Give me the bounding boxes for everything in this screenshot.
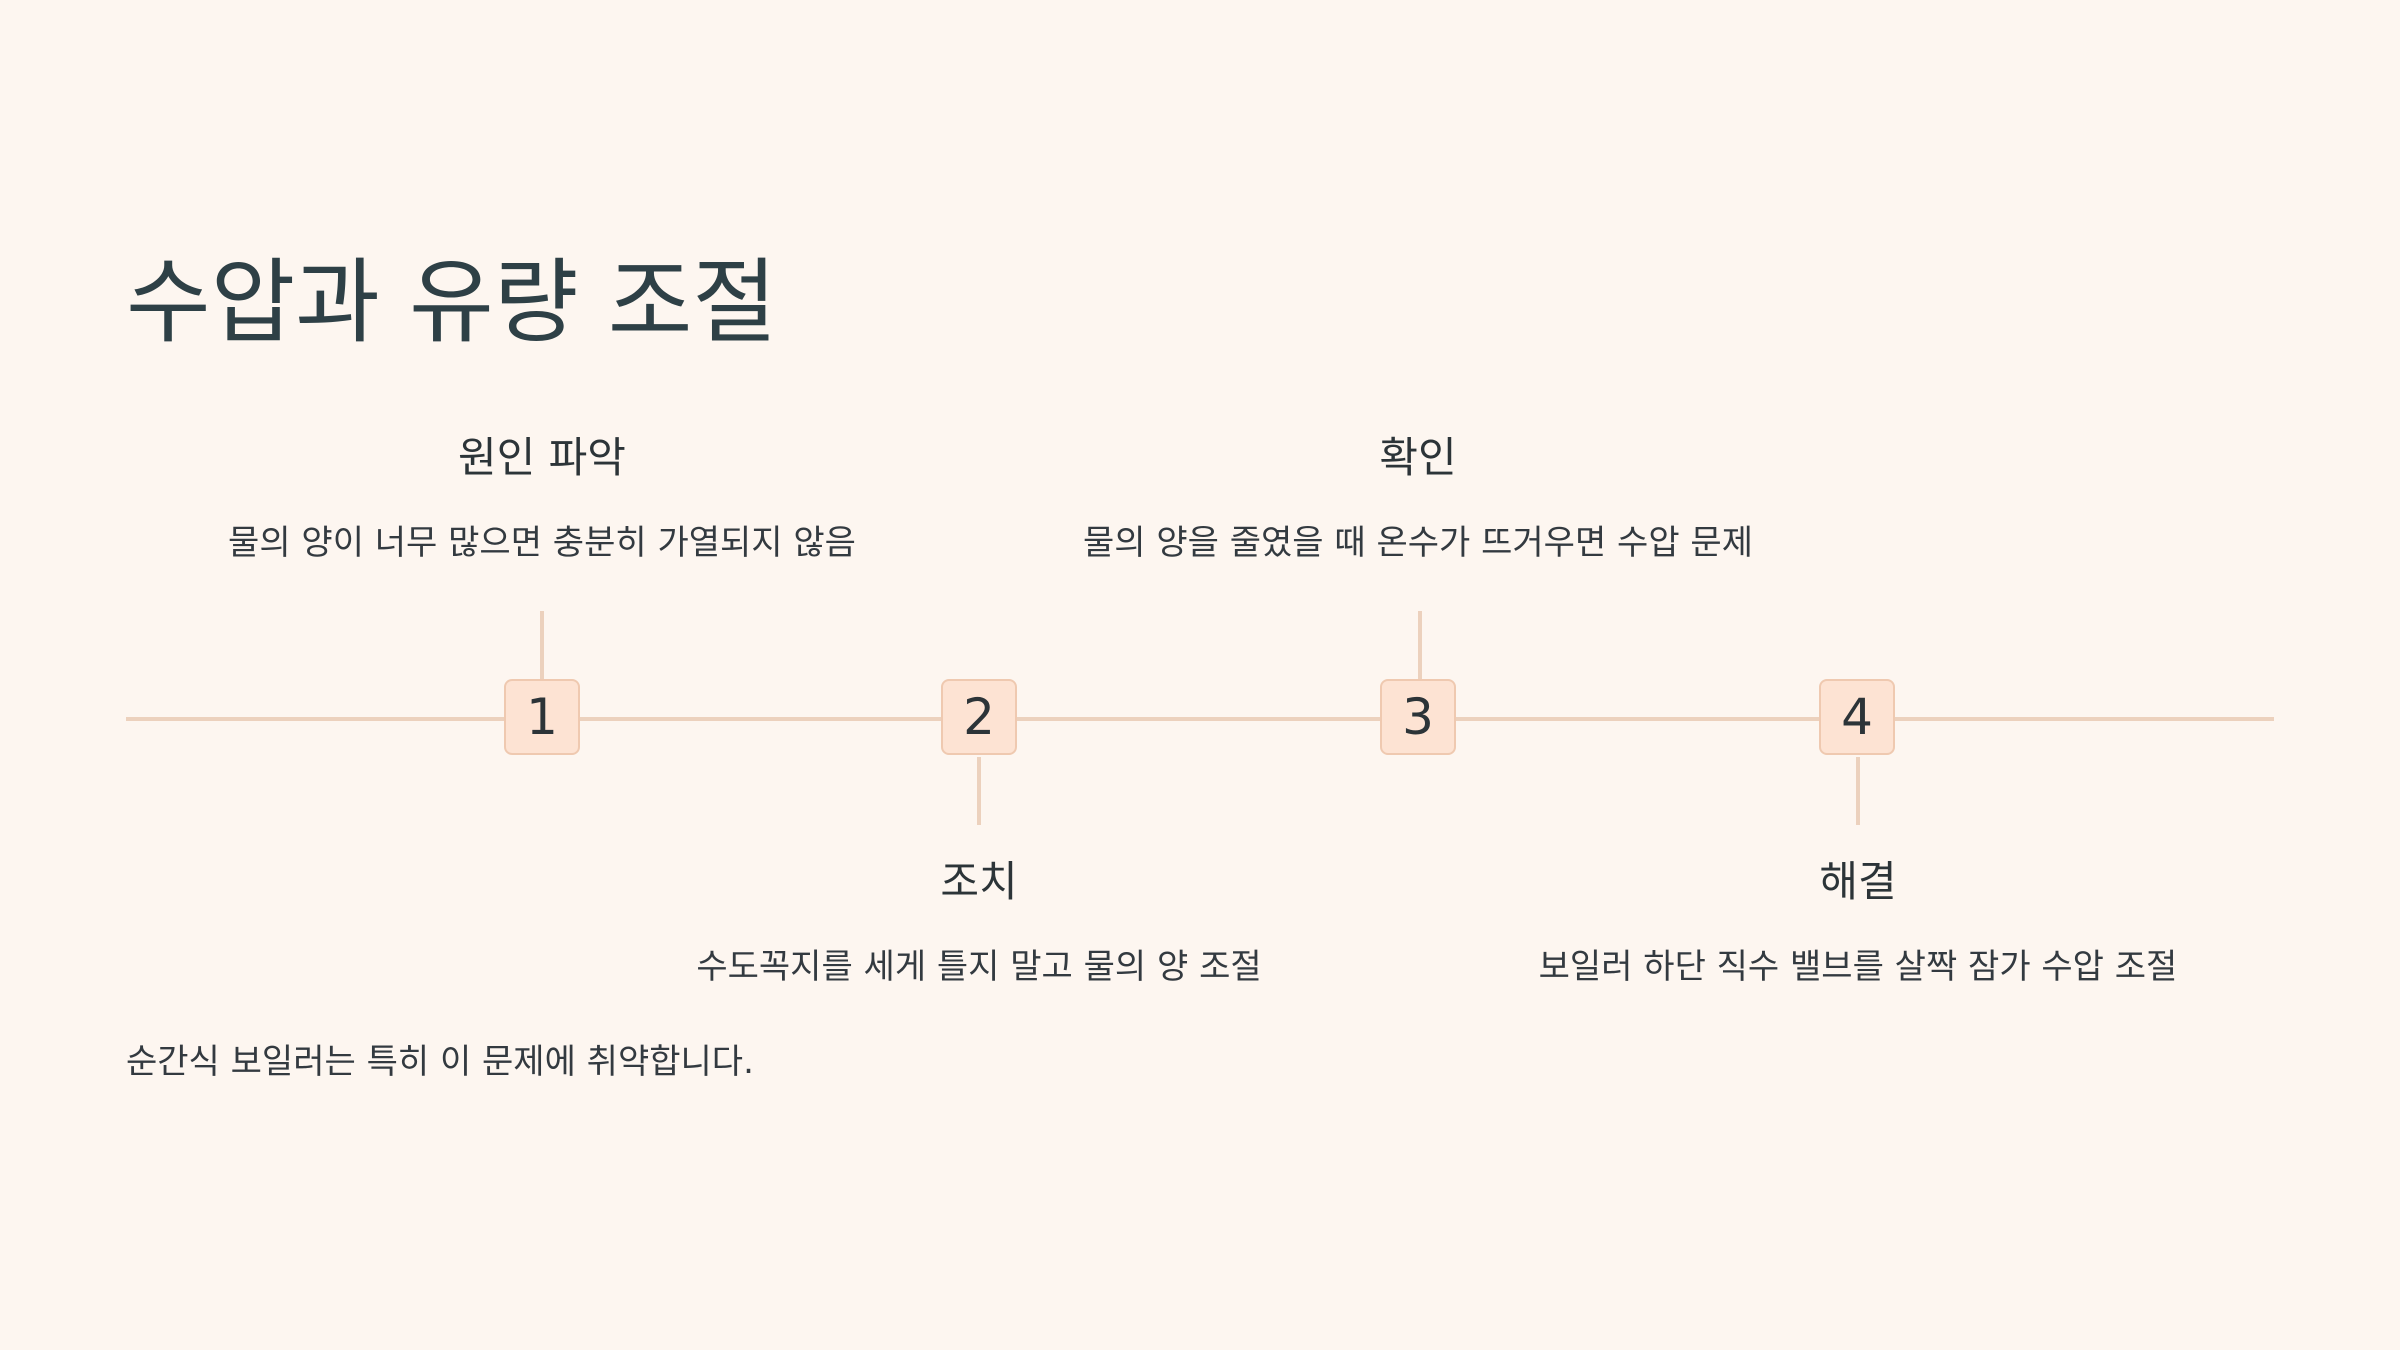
step-4-heading: 해결 — [1819, 857, 1897, 906]
footnote: 순간식 보일러는 특히 이 문제에 취약합니다. — [126, 1042, 754, 1082]
step-4-description: 보일러 하단 직수 밸브를 살짝 잠가 수압 조절 — [1538, 947, 2178, 987]
step-2-connector — [977, 757, 981, 825]
step-3-description: 물의 양을 줄였을 때 온수가 뜨거우면 수압 문제 — [1083, 523, 1753, 563]
step-1-heading: 원인 파악 — [458, 433, 626, 482]
timeline-axis — [126, 717, 2274, 721]
step-2-marker: 2 — [941, 679, 1017, 755]
step-3-connector — [1418, 611, 1422, 679]
step-3-heading: 확인 — [1379, 433, 1457, 482]
step-4-marker: 4 — [1819, 679, 1895, 755]
slide-title: 수압과 유량 조절 — [126, 249, 777, 356]
step-1-connector — [540, 611, 544, 679]
step-1-marker: 1 — [504, 679, 580, 755]
step-3-marker: 3 — [1380, 679, 1456, 755]
step-4-connector — [1856, 757, 1860, 825]
step-1-description: 물의 양이 너무 많으면 충분히 가열되지 않음 — [228, 523, 856, 563]
step-2-heading: 조치 — [940, 857, 1018, 906]
step-2-description: 수도꼭지를 세게 틀지 말고 물의 양 조절 — [696, 947, 1262, 987]
